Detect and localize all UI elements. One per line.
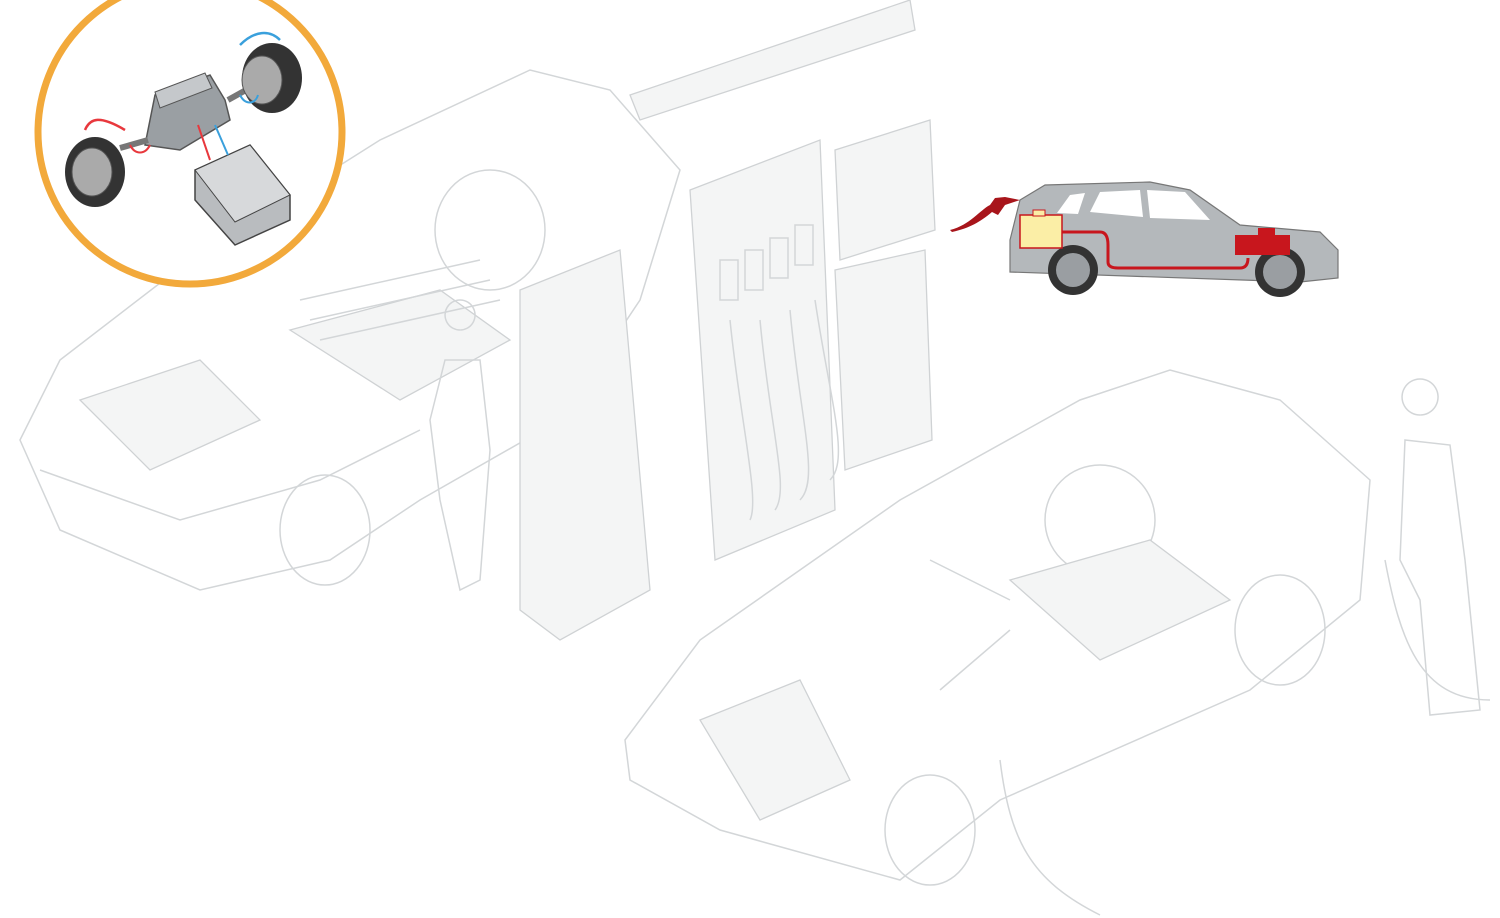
fuel-nozzle-icon [950, 197, 1020, 232]
fuel-car-icon [950, 181, 1339, 297]
fuel-line [1062, 230, 1250, 270]
drivetrain-inset [34, 0, 346, 288]
engine-icon [1235, 228, 1290, 255]
person-charging-right [1384, 378, 1491, 716]
fuel-pump-station [519, 0, 936, 641]
fuel-tank [1019, 214, 1063, 249]
hybrid-car-cutaway [19, 69, 681, 591]
wheel-left [65, 137, 125, 207]
electric-car-cutaway [624, 369, 1371, 916]
person-refueling-left [429, 299, 491, 592]
